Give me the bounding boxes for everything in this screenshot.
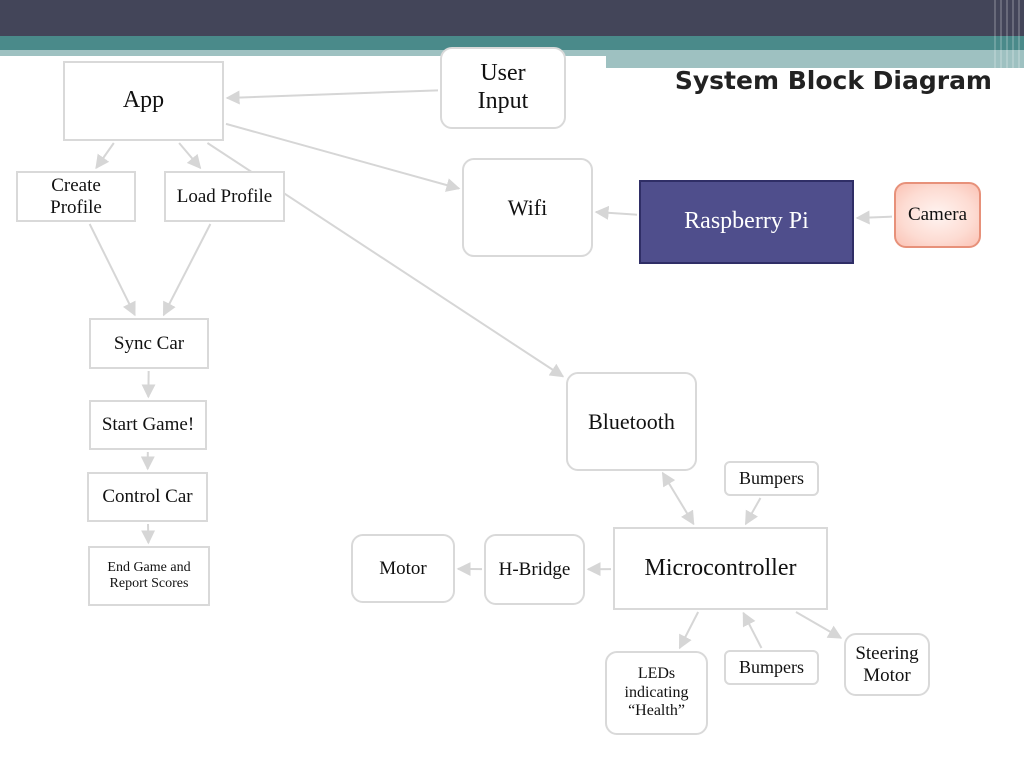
connector-load_profile-to-sync_car (162, 223, 212, 317)
connector-microcontroller-to-leds (678, 611, 700, 650)
connector-camera-to-raspberry_pi (855, 210, 893, 225)
connector-bumpers_top-to-microcontroller (744, 497, 762, 526)
bluetooth-node: Bluetooth (566, 372, 697, 471)
user-input-label: User Input (477, 60, 529, 114)
motor-node: Motor (351, 534, 455, 603)
end-game-label: End Game and Report Scores (107, 559, 191, 591)
leds-node: LEDs indicating “Health” (605, 651, 708, 735)
header-bar-teal (0, 36, 1024, 50)
motor-label: Motor (379, 557, 427, 579)
bumpers-top-label: Bumpers (739, 468, 804, 489)
steering-motor-label: Steering Motor (855, 642, 919, 686)
header-bar-light-right (606, 50, 1024, 68)
raspberry-pi-label: Raspberry Pi (684, 208, 809, 235)
connector-app-to-load_profile (178, 142, 202, 170)
control-car-label: Control Car (102, 486, 193, 508)
raspberry-pi-node: Raspberry Pi (639, 180, 854, 264)
h-bridge-label: H-Bridge (498, 558, 571, 580)
connector-raspberry_pi-to-wifi (594, 205, 638, 220)
wifi-node: Wifi (462, 158, 593, 257)
create-profile-node: Create Profile (16, 171, 136, 222)
user-input-node: User Input (440, 47, 566, 129)
connector-microcontroller-to-steering_motor (795, 611, 843, 639)
microcontroller-label: Microcontroller (644, 554, 797, 581)
h-bridge-node: H-Bridge (484, 534, 585, 605)
control-car-node: Control Car (87, 472, 208, 522)
header-stripes (994, 0, 1024, 68)
wifi-label: Wifi (507, 194, 548, 220)
camera-label: Camera (907, 204, 968, 226)
load-profile-node: Load Profile (164, 171, 285, 222)
create-profile-label: Create Profile (50, 174, 102, 218)
camera-node: Camera (894, 182, 981, 248)
microcontroller-node: Microcontroller (613, 527, 828, 610)
sync-car-node: Sync Car (89, 318, 209, 369)
leds-label: LEDs indicating “Health” (624, 665, 689, 720)
start-game-node: Start Game! (89, 400, 207, 450)
page-title: System Block Diagram (674, 66, 992, 95)
start-game-label: Start Game! (101, 414, 195, 436)
header-bar-dark (0, 0, 1024, 36)
connector-bumpers_bottom-to-microcontroller (742, 611, 763, 649)
app-label: App (122, 87, 165, 114)
end-game-node: End Game and Report Scores (88, 546, 210, 606)
bumpers-top-node: Bumpers (724, 461, 819, 496)
connector-app-to-wifi (225, 122, 461, 192)
steering-motor-node: Steering Motor (844, 633, 930, 696)
connector-user_input-to-app (225, 89, 439, 105)
bumpers-bottom-label: Bumpers (739, 657, 804, 678)
sync-car-label: Sync Car (113, 332, 185, 354)
header-bar-light-left (0, 50, 606, 56)
load-profile-label: Load Profile (176, 185, 273, 207)
connector-bluetooth-to-microcontroller (661, 471, 695, 526)
connector-create_profile-to-sync_car (88, 223, 136, 317)
bumpers-bottom-node: Bumpers (724, 650, 819, 685)
bluetooth-label: Bluetooth (588, 408, 675, 434)
connector-app-to-create_profile (95, 142, 115, 170)
app-node: App (63, 61, 224, 141)
